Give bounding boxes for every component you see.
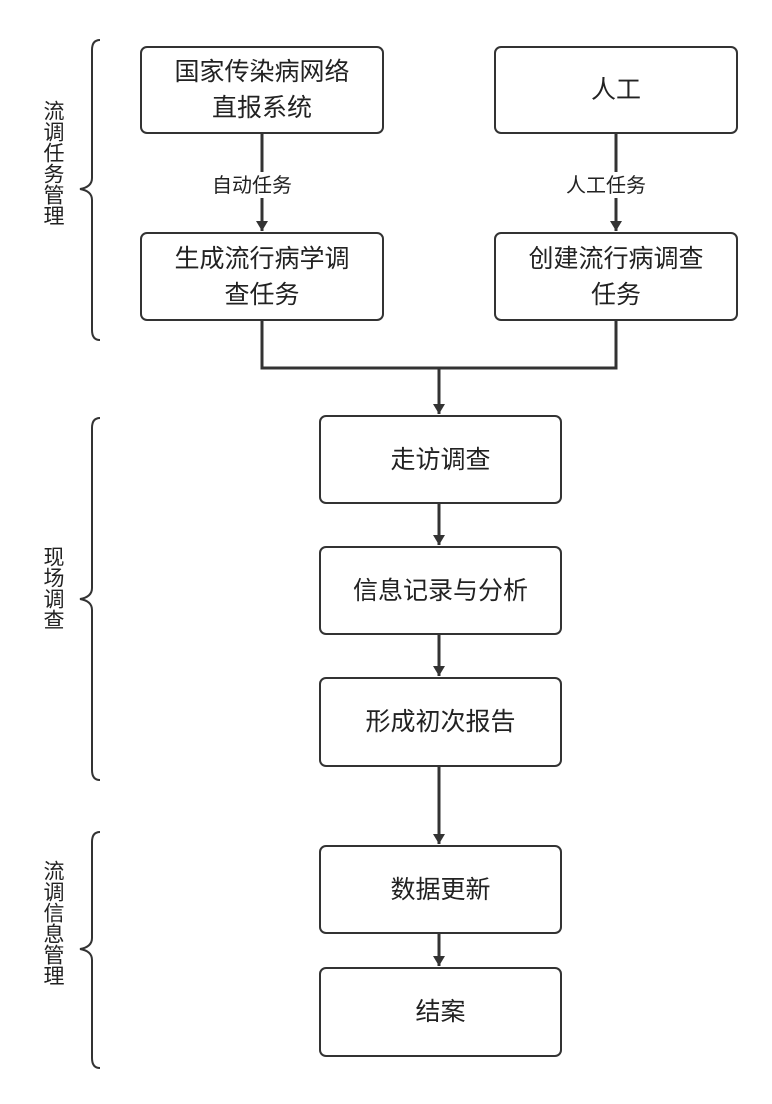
node-create-task-line1: 创建流行病调查 [528, 243, 704, 273]
brace-task-management [79, 39, 101, 341]
group-label-info-management: 流调信息管理 [41, 860, 65, 986]
node-generate-task-line1: 生成流行病学调 [174, 243, 350, 273]
node-data-update: 数据更新 [319, 845, 562, 934]
node-record-analysis-label: 信息记录与分析 [352, 575, 528, 605]
brace-field-investigation [79, 417, 101, 781]
node-national-reporting-system-line1: 国家传染病网络 [174, 57, 350, 86]
node-record-analysis: 信息记录与分析 [319, 546, 562, 635]
node-visit-survey-label: 走访调查 [390, 444, 491, 474]
node-national-reporting-system: 国家传染病网络 直报系统 [140, 46, 384, 134]
group-label-field-investigation: 现场调查 [41, 546, 65, 630]
node-data-update-label: 数据更新 [390, 874, 491, 904]
node-preliminary-report: 形成初次报告 [319, 677, 562, 767]
node-close-case-label: 结案 [415, 997, 466, 1026]
edge-label-auto-task: 自动任务 [209, 172, 295, 198]
node-generate-epidemiological-task: 生成流行病学调 查任务 [140, 232, 384, 321]
brace-info-management [79, 831, 101, 1069]
node-create-epidemic-task: 创建流行病调查 任务 [494, 232, 738, 321]
node-visit-survey: 走访调查 [319, 415, 562, 504]
group-label-task-management: 流调任务管理 [41, 100, 65, 226]
merge-connector [260, 320, 618, 370]
node-manual-line1: 人工 [590, 75, 641, 104]
node-close-case: 结案 [319, 967, 562, 1057]
node-preliminary-report-label: 形成初次报告 [365, 707, 516, 736]
node-create-task-line2: 任务 [590, 279, 641, 309]
node-manual: 人工 [494, 46, 738, 134]
node-generate-task-line2: 查任务 [224, 279, 300, 309]
node-national-reporting-system-line2: 直报系统 [211, 93, 312, 122]
edge-label-manual-task: 人工任务 [563, 172, 649, 198]
